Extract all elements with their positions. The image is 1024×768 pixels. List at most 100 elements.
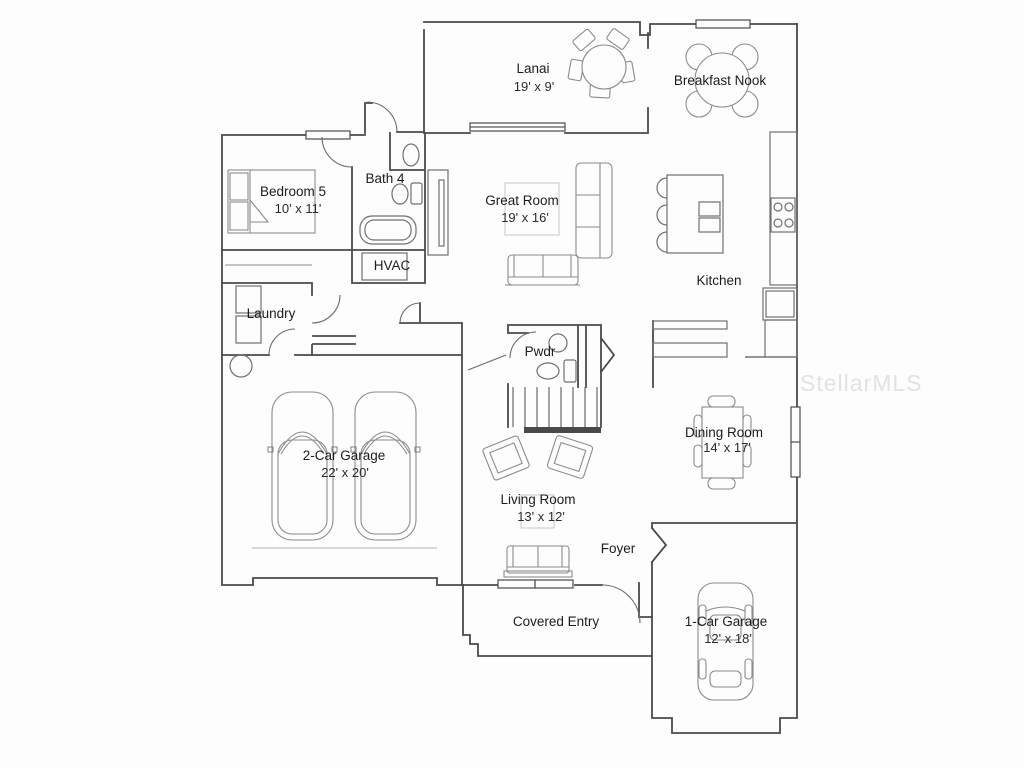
water-heater <box>229 354 253 378</box>
bath4-fixtures <box>359 143 449 281</box>
bedroom5-furniture <box>227 169 316 234</box>
patio-table <box>581 44 627 90</box>
car-rear-glass <box>709 670 742 688</box>
bedroom5-door-arc <box>321 136 353 168</box>
garage2-contents <box>252 391 437 549</box>
kitchen-counter-lower <box>764 319 798 358</box>
car-windshield <box>360 431 411 455</box>
nook-table <box>694 52 750 108</box>
entry-threshold <box>534 579 574 589</box>
open-door-leaf <box>467 354 507 371</box>
front-door-arc <box>601 584 641 624</box>
stair-treads <box>512 387 598 427</box>
interior-walls <box>221 102 797 586</box>
garage1-contents <box>697 582 754 701</box>
dining-chair <box>707 395 736 408</box>
windows <box>305 19 801 478</box>
bath4-tub-inner <box>364 219 412 241</box>
armchair <box>482 435 530 481</box>
right-and-garage1-walls <box>651 23 798 734</box>
laundry-fixtures <box>225 264 312 378</box>
living-room-furniture <box>482 435 594 589</box>
refrigerator-inner <box>765 290 795 318</box>
bedroom5-window <box>305 130 351 140</box>
breakfast-nook-window <box>695 19 751 29</box>
breakfast-nook-furniture <box>685 43 759 118</box>
dining-room-label: Dining Room <box>685 425 763 440</box>
dining-chair <box>742 444 752 468</box>
island-sink-b <box>698 217 721 233</box>
washer <box>235 285 262 314</box>
dining-room-dims: 14' x 17' <box>703 440 751 455</box>
car-mirror <box>350 446 357 453</box>
linen-cabinet <box>427 169 449 256</box>
car-windshield-inner <box>363 435 408 455</box>
great-room-label: Great Room <box>485 193 559 208</box>
car-cabin <box>360 439 411 535</box>
car-wheel <box>744 604 753 626</box>
patio-chair <box>572 28 596 52</box>
lanai-label: Lanai <box>516 61 549 76</box>
bath4-toilet-bowl <box>391 183 409 205</box>
car-wheel <box>744 658 753 680</box>
dryer <box>235 315 262 344</box>
linen-cabinet-door <box>438 179 445 247</box>
kitchen-label: Kitchen <box>696 273 741 288</box>
car-windshield <box>277 431 328 455</box>
island-stools <box>656 177 668 253</box>
bedroom-wing-walls <box>221 102 426 356</box>
stellar-mls-watermark: StellarMLS <box>800 370 922 396</box>
powder-toilet-bowl <box>536 362 560 380</box>
bed-sheet-fold <box>249 198 270 223</box>
lanai-dims: 19' x 9' <box>514 79 554 94</box>
garage1-door-mark <box>650 526 668 564</box>
car-top-view <box>697 582 754 701</box>
bedroom5-label: Bedroom 5 <box>260 184 326 199</box>
car-top-view <box>350 391 421 541</box>
covered-entry-label: Covered Entry <box>513 614 600 629</box>
living-room-label: Living Room <box>500 492 575 507</box>
bath4-tub <box>359 215 417 245</box>
breakfast-nook-label: Breakfast Nook <box>674 73 767 88</box>
great-room-furniture <box>504 162 613 286</box>
kitchen-counter-right <box>769 131 798 286</box>
powder-toilet-tank <box>563 359 577 383</box>
burner <box>773 218 783 228</box>
exterior-walls <box>221 21 798 734</box>
armchair-seat <box>553 441 587 473</box>
car-cabin <box>277 439 328 535</box>
great-room-dims: 19' x 16' <box>501 210 549 225</box>
burner <box>773 202 783 212</box>
car-body <box>354 391 417 541</box>
hvac-label: HVAC <box>374 258 411 273</box>
car-body <box>271 391 334 541</box>
great-room-rug <box>504 182 560 236</box>
living-room-dims: 13' x 12' <box>517 509 565 524</box>
car-wheel <box>698 658 707 680</box>
dining-chair <box>693 414 703 438</box>
dining-chair <box>742 414 752 438</box>
hvac-unit <box>361 252 408 281</box>
dining-chair <box>693 444 703 468</box>
bed-pillow <box>229 172 249 201</box>
burner <box>784 202 794 212</box>
armchair-seat <box>489 442 523 474</box>
bath4-sink <box>402 143 420 167</box>
stair-powder-walls <box>507 320 654 428</box>
foyer-label: Foyer <box>601 541 636 556</box>
car-front-glass <box>709 614 742 641</box>
hall-door-arc <box>366 101 398 133</box>
garage1-dims: 12' x 18' <box>704 631 752 646</box>
bedroom5-dims: 10' x 11' <box>275 201 322 216</box>
garage2-dims: 22' x 20' <box>321 465 369 480</box>
lanai-furniture <box>567 28 636 99</box>
greatroom-hall-door-arc <box>399 302 421 324</box>
car-mirror <box>267 446 274 453</box>
staircase <box>512 387 601 433</box>
laundry-door-arc <box>311 294 341 324</box>
bed-pillow <box>229 201 249 231</box>
left-and-garage2-walls <box>221 134 464 586</box>
kitchen-fixtures <box>652 131 798 358</box>
